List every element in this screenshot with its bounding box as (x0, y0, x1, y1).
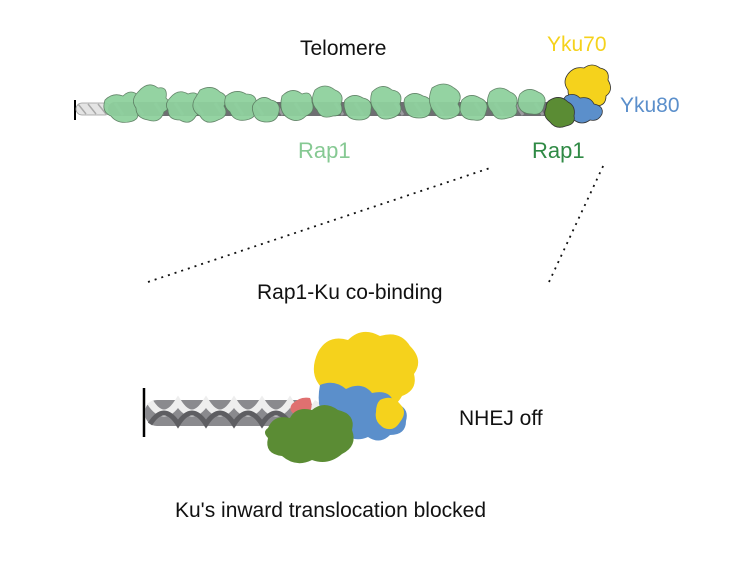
yku70-label: Yku70 (547, 33, 607, 56)
rap1-ku-complex-bottom (265, 331, 419, 464)
rap1-ku-adjacent-label: Rap1 (532, 138, 585, 163)
zoom-guide-left (147, 167, 491, 283)
nhej-state-label: NHEJ off (459, 407, 543, 430)
rap1-bound-label: Rap1 (298, 138, 351, 163)
rap1-bottom (265, 405, 354, 464)
zoom-guide-right (548, 161, 606, 283)
rap1-proteins-top (103, 83, 546, 123)
telomere-title: Telomere (300, 37, 387, 60)
rap1-ku-complex-top (544, 64, 611, 128)
telomere-dna-bottom (142, 388, 321, 437)
yku80-label: Yku80 (620, 94, 680, 117)
caption: Ku's inward translocation blocked (175, 499, 487, 522)
cobinding-title: Rap1-Ku co-binding (257, 281, 443, 304)
